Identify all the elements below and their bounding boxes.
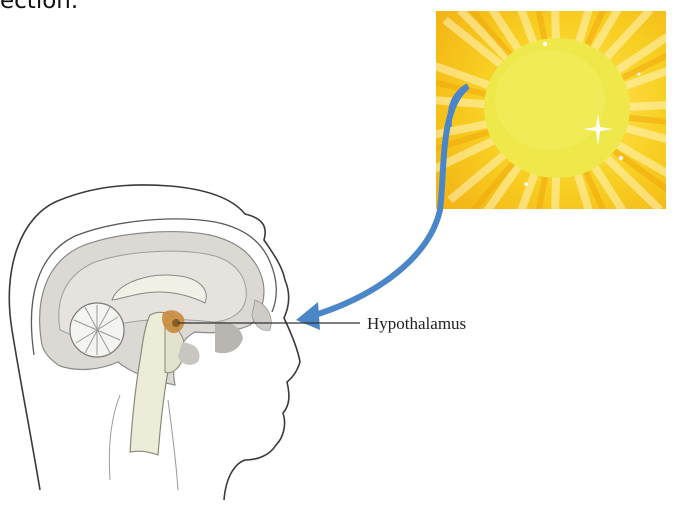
head-profile-icon <box>9 185 300 500</box>
hypothalamus-label: Hypothalamus <box>367 314 466 333</box>
sun-icon <box>432 6 670 214</box>
